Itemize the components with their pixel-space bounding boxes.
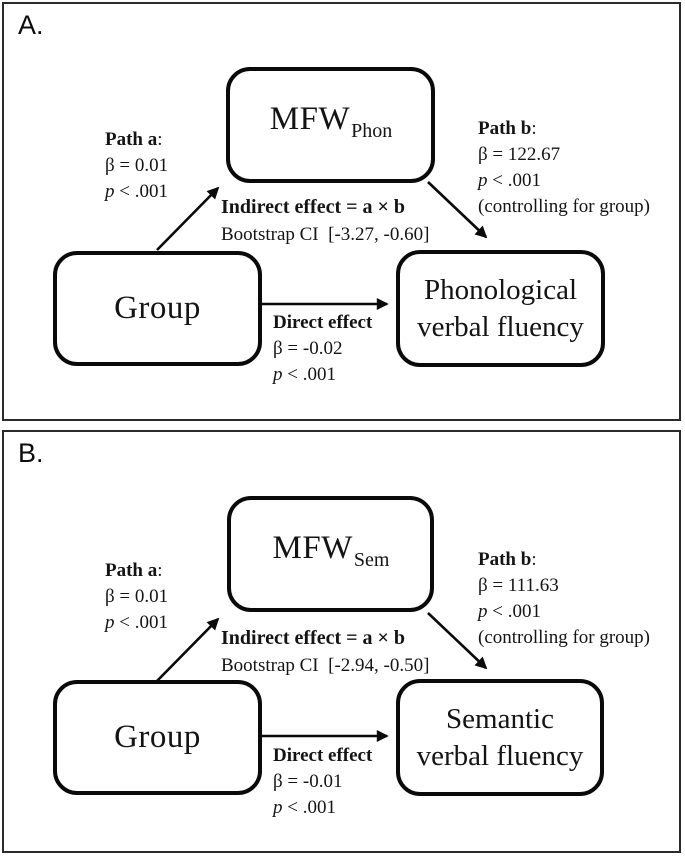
direct-p: p < .001 <box>273 797 336 818</box>
panel-a-direct-stats: Direct effect β = -0.02 p < .001 <box>273 310 372 388</box>
indirect-ci: Bootstrap CI [-2.94, -0.50] <box>221 655 430 676</box>
panel-a: A. MFWPhon Group Phonological verbal flu… <box>2 2 681 421</box>
mediator-name: MFW <box>269 100 351 137</box>
panel-b-mediator-node: MFWSem <box>227 496 434 612</box>
direct-p: p < .001 <box>273 364 336 385</box>
predictor-label: Group <box>114 290 201 326</box>
panel-b-mediator-label: MFWSem <box>272 529 390 571</box>
panel-a-label: A. <box>18 10 44 40</box>
panel-b-indirect-stats: Indirect effect = a × b Bootstrap CI [-2… <box>221 625 429 679</box>
outcome-line2: verbal fluency <box>417 310 584 343</box>
panel-b-path-a-stats: Path a: β = 0.01 p < .001 <box>105 558 168 636</box>
path-a-title: Path a: <box>105 129 163 150</box>
panel-b-label: B. <box>18 438 44 468</box>
panel-b-predictor-node: Group <box>53 680 262 795</box>
panel-b-path-b-stats: Path b: β = 111.63 p < .001 (controlling… <box>478 547 650 651</box>
path-b-title: Path b: <box>478 549 537 570</box>
path-a-p: p < .001 <box>105 181 168 202</box>
path-a-title: Path a: <box>105 560 163 581</box>
panel-b: B. MFWSem Group Semantic verbal fluency … <box>2 430 681 853</box>
panel-b-direct-stats: Direct effect β = -0.01 p < .001 <box>273 743 372 821</box>
panel-a-mediator-label: MFWPhon <box>269 100 392 142</box>
indirect-formula: Indirect effect = a × b <box>221 627 406 649</box>
indirect-ci: Bootstrap CI [-3.27, -0.60] <box>221 224 430 245</box>
path-b-beta: β = 111.63 <box>478 575 559 596</box>
path-b-note: (controlling for group) <box>478 627 651 648</box>
panel-a-mediator-node: MFWPhon <box>226 67 435 183</box>
panel-b-outcome-node: Semantic verbal fluency <box>396 679 604 796</box>
outcome-line1: Semantic <box>446 702 554 735</box>
path-b-note: (controlling for group) <box>478 196 651 217</box>
predictor-label: Group <box>114 719 201 755</box>
panel-a-outcome-node: Phonological verbal fluency <box>396 250 605 367</box>
mediator-subscript: Phon <box>351 119 393 142</box>
path-a-beta: β = 0.01 <box>105 155 169 176</box>
path-b-beta: β = 122.67 <box>478 144 561 165</box>
mediator-name: MFW <box>272 529 353 566</box>
path-a-p: p < .001 <box>105 612 168 633</box>
path-a-beta: β = 0.01 <box>105 586 169 607</box>
panel-a-path-a-stats: Path a: β = 0.01 p < .001 <box>105 127 168 205</box>
outcome-line1: Phonological <box>423 273 578 306</box>
outcome-line2: verbal fluency <box>416 739 584 772</box>
direct-beta: β = -0.02 <box>273 338 343 359</box>
panel-a-path-b-stats: Path b: β = 122.67 p < .001 (controlling… <box>478 116 650 220</box>
direct-title: Direct effect <box>273 312 373 333</box>
panel-a-indirect-stats: Indirect effect = a × b Bootstrap CI [-3… <box>221 194 429 248</box>
direct-beta: β = -0.01 <box>273 771 343 792</box>
indirect-formula: Indirect effect = a × b <box>221 196 406 218</box>
path-b-title: Path b: <box>478 118 537 139</box>
path-b-p: p < .001 <box>478 170 541 191</box>
panel-a-predictor-node: Group <box>53 251 262 366</box>
path-b-p: p < .001 <box>478 601 541 622</box>
direct-title: Direct effect <box>273 745 373 766</box>
mediator-subscript: Sem <box>353 548 390 571</box>
